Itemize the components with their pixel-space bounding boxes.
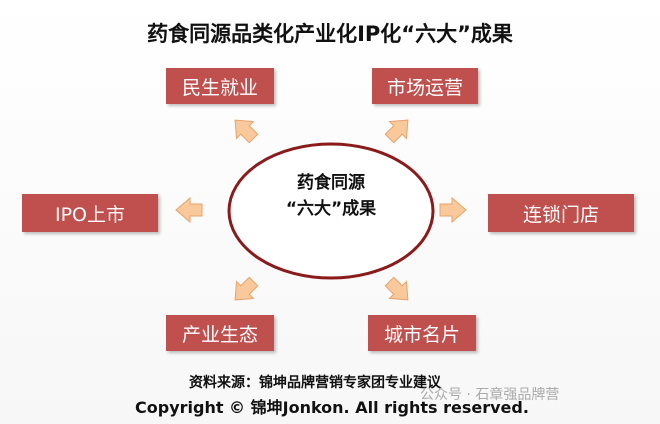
center-line2: “六大”成果 (285, 199, 377, 219)
outcome-industry: 产业生态 (166, 315, 274, 351)
center-line1: 药食同源 (297, 173, 365, 193)
watermark: 公众号 · 石章强品牌营 (420, 387, 560, 403)
arrow-icon (175, 197, 203, 223)
outcome-market: 市场运营 (372, 68, 478, 104)
arrow-icon (226, 111, 263, 148)
center-ellipse (227, 142, 435, 280)
copyright: Copyright © 锦坤Jonkon. All rights reserve… (135, 398, 529, 417)
arrow-icon (380, 272, 417, 309)
outcome-city-card: 城市名片 (368, 315, 476, 351)
center-text: 药食同源 “六大”成果 (226, 170, 436, 222)
outcome-employment: 民生就业 (166, 68, 274, 104)
source-note: 资料来源：锦坤品牌营销专家团专业建议 (189, 375, 441, 391)
diagram-title: 药食同源品类化产业化IP化“六大”成果 (147, 22, 513, 46)
outcome-ipo: IPO上市 (22, 194, 158, 232)
arrow-icon (226, 272, 263, 309)
outcome-chain-stores: 连锁门店 (488, 194, 634, 232)
arrow-icon (439, 197, 467, 223)
arrow-icon (380, 111, 417, 148)
